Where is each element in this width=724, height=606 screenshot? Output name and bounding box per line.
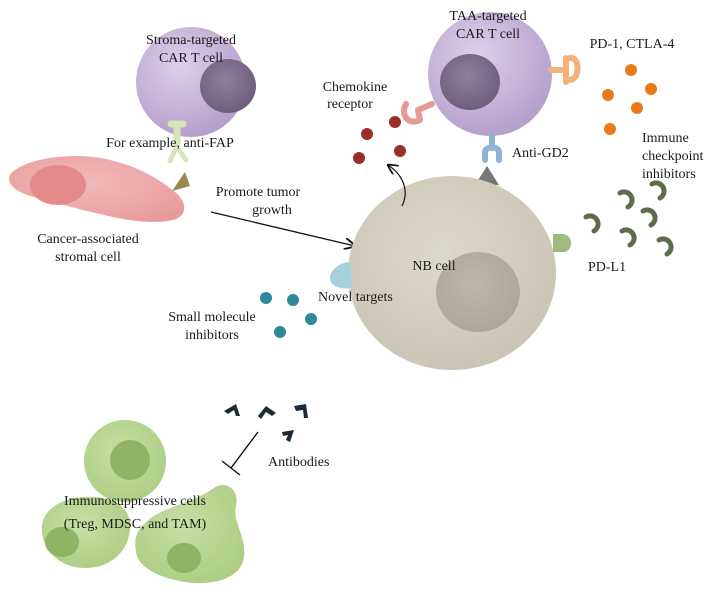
- small-molecule-label-line1: Small molecule: [168, 310, 255, 325]
- promote-growth-label-line2: growth: [252, 203, 292, 218]
- pd-l1-inhibitor-arc: [617, 189, 635, 210]
- immunosuppressive-nucleus: [110, 440, 150, 480]
- promote-growth-arrow: [210, 211, 355, 246]
- small-molecule-dot: [260, 292, 272, 304]
- cancer-associated-stromal-cell: Cancer-associated stromal cell: [9, 155, 190, 265]
- antibody-chevron: [294, 404, 308, 418]
- antibody-inhibition-line: [221, 431, 259, 476]
- immune-checkpoint-label-line2: checkpoint: [642, 149, 704, 164]
- small-molecule-dot: [305, 313, 317, 325]
- anti-gd2-receptor: [482, 133, 502, 163]
- antibody-chevron: [224, 404, 240, 416]
- stromal-cell-label-line2: stromal cell: [55, 250, 121, 265]
- small-molecule-dots: [260, 292, 317, 338]
- immune-checkpoint-label-line1: Immune: [642, 131, 689, 146]
- immunosuppressive-nucleus: [45, 527, 79, 557]
- immune-checkpoint-label-line3: inhibitors: [642, 167, 696, 182]
- taa-car-t-label-line1: TAA-targeted: [449, 9, 526, 24]
- novel-target-antigen: [330, 262, 352, 289]
- chemokine-label-line1: Chemokine: [323, 80, 388, 95]
- small-molecule-dot: [274, 326, 286, 338]
- anti-gd2-label: Anti-GD2: [512, 146, 569, 161]
- chemokine-dot: [389, 116, 401, 128]
- antibody-chevron: [282, 430, 294, 442]
- checkpoint-dot: [625, 64, 637, 76]
- anti-fap-label: For example, anti-FAP: [106, 136, 234, 151]
- chemokine-dots: [353, 116, 406, 164]
- nb-cell: NB cell: [348, 176, 556, 370]
- checkpoint-dot: [604, 123, 616, 135]
- antibody-chevron: [258, 406, 276, 419]
- small-molecule-dot: [287, 294, 299, 306]
- pd-l1-ligand: [553, 234, 572, 252]
- chemokine-dot: [394, 145, 406, 157]
- immunosuppressive-cells: Immunosuppressive cells (Treg, MDSC, and…: [41, 420, 245, 584]
- promote-growth-label-line1: Promote tumor: [216, 185, 301, 200]
- checkpoint-dot: [645, 83, 657, 95]
- nb-cell-label: NB cell: [412, 259, 455, 274]
- immunosuppressive-label-line2: (Treg, MDSC, and TAM): [64, 517, 207, 532]
- antibody-chevrons: [224, 404, 308, 442]
- immunosuppressive-cell: [135, 485, 245, 584]
- pd1-receptor: [548, 55, 581, 85]
- taa-car-t-label-line2: CAR T cell: [456, 27, 520, 42]
- stroma-car-t-label-line2: CAR T cell: [159, 51, 223, 66]
- pd-l1-inhibitor-arc: [656, 236, 674, 257]
- novel-targets-label: Novel targets: [318, 290, 393, 305]
- pd-l1-label: PD-L1: [588, 260, 626, 275]
- checkpoint-dot: [602, 89, 614, 101]
- immunosuppressive-nucleus: [167, 543, 201, 573]
- chemokine-receptor: [400, 101, 435, 125]
- stromal-cell-nucleus: [30, 165, 86, 205]
- chemokine-attraction-arrow: [388, 165, 406, 207]
- pd1-ctla4-label: PD-1, CTLA-4: [590, 37, 675, 52]
- stromal-cell-label-line1: Cancer-associated: [37, 232, 139, 247]
- chemokine-dot: [361, 128, 373, 140]
- immunosuppressive-label-line1: Immunosuppressive cells: [64, 494, 206, 509]
- checkpoint-inhibitor-dots: [602, 64, 657, 135]
- taa-targeted-car-t-cell: TAA-targeted CAR T cell: [428, 9, 552, 136]
- pd-l1-inhibitor-arc: [640, 207, 658, 228]
- nb-cell-nucleus: [436, 252, 520, 332]
- chemokine-dot: [353, 152, 365, 164]
- stroma-car-t-label-line1: Stroma-targeted: [146, 33, 236, 48]
- antibodies-label: Antibodies: [268, 455, 329, 470]
- small-molecule-label-line2: inhibitors: [185, 328, 239, 343]
- stroma-targeted-car-t-cell: Stroma-targeted CAR T cell: [136, 27, 256, 137]
- chemokine-label-line2: receptor: [327, 97, 373, 112]
- checkpoint-inhibitor-arcs: [583, 180, 674, 257]
- anti-fap-receptor: [167, 120, 189, 164]
- pd-l1-inhibitor-arc: [583, 213, 601, 234]
- checkpoint-dot: [631, 102, 643, 114]
- fap-antigen: [172, 172, 190, 191]
- pd-l1-inhibitor-arc: [649, 180, 667, 201]
- pd-l1-inhibitor-arc: [619, 227, 637, 248]
- taa-car-t-nucleus: [440, 54, 500, 110]
- stroma-car-t-nucleus: [200, 59, 256, 113]
